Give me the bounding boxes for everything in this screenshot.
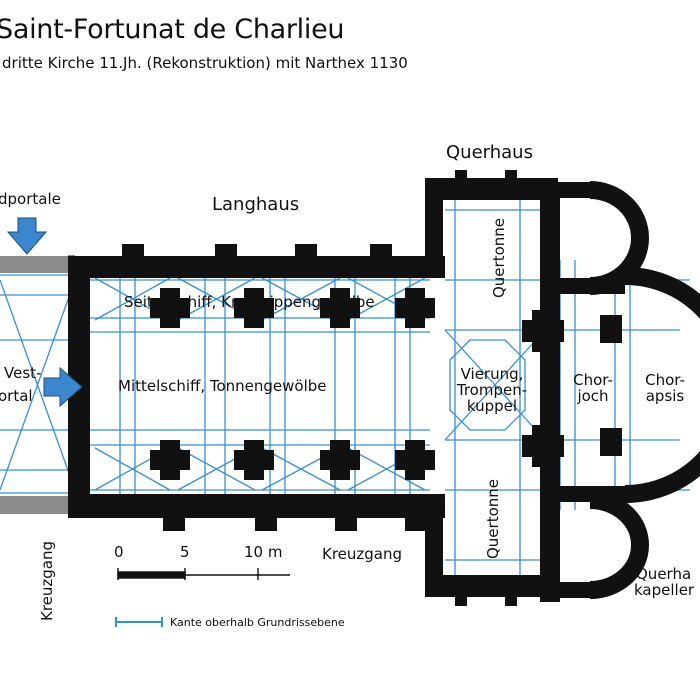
label-langhaus: Langhaus bbox=[212, 194, 300, 215]
label-kreuzgang-bottom: Kreuzgang bbox=[322, 545, 403, 563]
label-chorjoch-2: joch bbox=[577, 387, 609, 405]
label-vierung-3: kuppel bbox=[466, 397, 518, 415]
label-seitenschiff: Seitenschiff, Kreuzrippengewölbe bbox=[124, 293, 375, 311]
apse-connectors bbox=[540, 182, 625, 602]
label-querhauskapellen-1: Querha bbox=[636, 565, 692, 583]
legend-line-sample bbox=[115, 617, 163, 627]
label-quertonne-north: Quertonne bbox=[490, 218, 508, 299]
scale-bar bbox=[117, 568, 290, 580]
label-westportal-1: Vest- bbox=[4, 364, 42, 382]
north-portal-opening bbox=[0, 252, 68, 256]
label-querhaus: Querhaus bbox=[446, 142, 533, 163]
scale-tick-0: 0 bbox=[114, 543, 124, 561]
label-mittelschiff: Mittelschiff, Tonnengewölbe bbox=[118, 377, 327, 395]
west-portal-arrow bbox=[43, 366, 83, 408]
label-vierung-2: Trompen- bbox=[456, 381, 528, 399]
label-querhauskapellen-2: kapeller bbox=[634, 581, 695, 599]
narthex-grey-walls bbox=[0, 255, 75, 514]
label-chorapsis-2: apsis bbox=[645, 387, 685, 405]
label-nordportale: dportale bbox=[0, 190, 61, 208]
page-subtitle: dritte Kirche 11.Jh. (Rekonstruktion) mi… bbox=[2, 54, 408, 72]
label-chorjoch-1: Chor- bbox=[573, 371, 613, 389]
north-portal-arrow bbox=[6, 217, 48, 255]
label-westportal-2: ortal bbox=[0, 387, 33, 405]
scale-tick-10: 10 m bbox=[244, 543, 283, 561]
label-kreuzgang-left: Kreuzgang bbox=[38, 540, 56, 622]
scale-tick-5: 5 bbox=[180, 543, 190, 561]
label-vierung-1: Vierung, bbox=[460, 365, 524, 383]
legend-text: Kante oberhalb Grundrissebene bbox=[170, 616, 345, 629]
label-quertonne-south: Quertonne bbox=[484, 479, 502, 560]
label-chorapsis-1: Chor- bbox=[645, 371, 685, 389]
page-title: Saint-Fortunat de Charlieu bbox=[0, 14, 345, 45]
